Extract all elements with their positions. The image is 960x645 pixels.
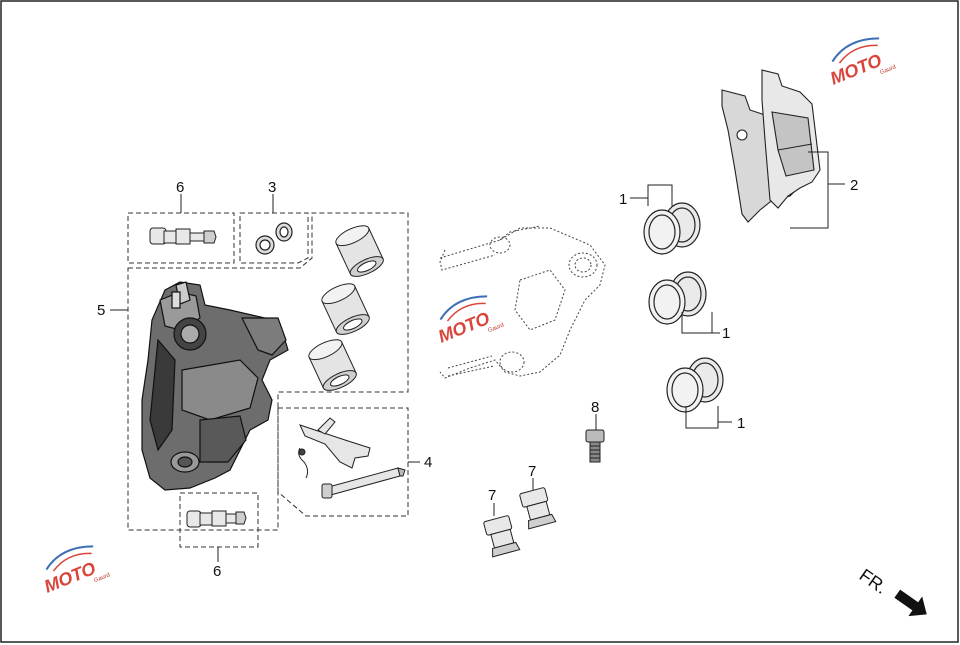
pad-pin-kit [298,417,406,499]
callout-1-bottom: 1 [737,415,745,432]
callout-2: 2 [850,177,858,194]
watermark-subtext: Gaurd [879,64,897,76]
callout-4: 4 [424,454,432,471]
seal-set-2 [648,271,707,325]
piston-seals [255,222,293,255]
callout-7-left: 7 [488,487,496,504]
callout-1-middle: 1 [722,325,730,342]
callout-6-top: 6 [176,179,184,196]
brake-pads [721,69,821,223]
bleeder-valve-bottom [186,510,247,528]
callout-3: 3 [268,179,276,196]
callout-5: 5 [97,302,105,319]
bleeder-valve-top [149,227,217,245]
front-arrow-icon [894,589,927,617]
front-direction-label: FR. [856,565,891,598]
watermark-top-right: MOTO Gaurd [827,37,897,89]
watermark-center: MOTO Gaurd [435,295,505,347]
caliper-body [141,281,289,491]
seal-set-1 [643,202,701,255]
watermark-bottom-left: MOTO Gaurd [41,545,111,597]
slide-pin-7a [483,515,521,558]
seal-set-3 [666,357,724,413]
callout-1-top: 1 [619,191,627,208]
callout-8: 8 [591,399,599,416]
bolt-8 [585,429,605,463]
slide-pin-7b [519,487,557,530]
caliper-bracket-dotted [439,225,606,379]
pistons [308,225,384,391]
watermark-subtext: Gaurd [487,322,505,334]
callout-6-bottom: 6 [213,563,221,580]
leader-lines [110,151,845,562]
watermark-subtext: Gaurd [93,572,111,584]
callout-7-right: 7 [528,463,536,480]
